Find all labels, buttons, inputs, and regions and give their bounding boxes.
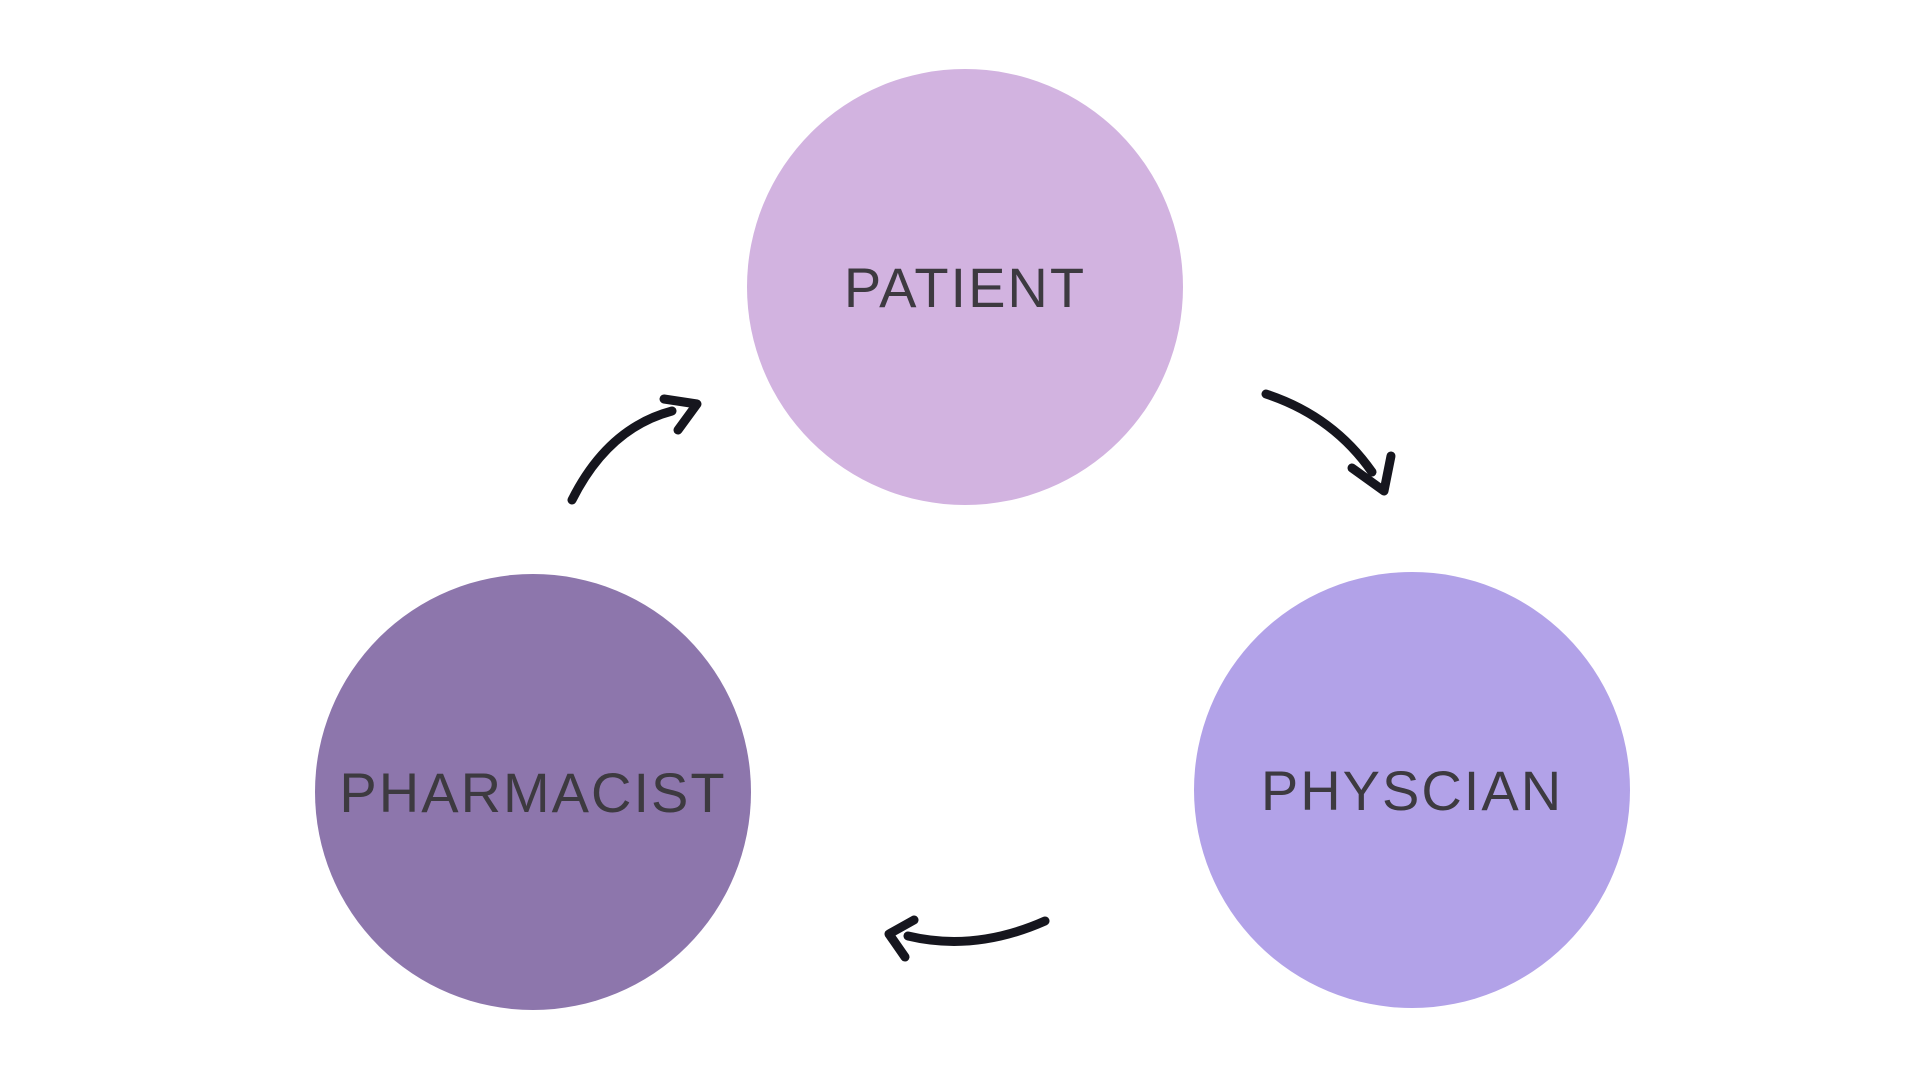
arrow-physcian-to-pharmacist-icon bbox=[884, 915, 1050, 962]
node-patient-label: PATIENT bbox=[843, 255, 1087, 319]
node-physcian: PHYSCIAN bbox=[1194, 572, 1630, 1008]
arrow-pharmacist-to-patient-icon bbox=[567, 394, 702, 505]
node-pharmacist-label: PHARMACIST bbox=[339, 760, 727, 824]
node-pharmacist: PHARMACIST bbox=[315, 574, 751, 1010]
arrow-patient-to-physcian-icon bbox=[1261, 389, 1396, 496]
node-patient: PATIENT bbox=[747, 69, 1183, 505]
node-physcian-label: PHYSCIAN bbox=[1260, 758, 1564, 822]
